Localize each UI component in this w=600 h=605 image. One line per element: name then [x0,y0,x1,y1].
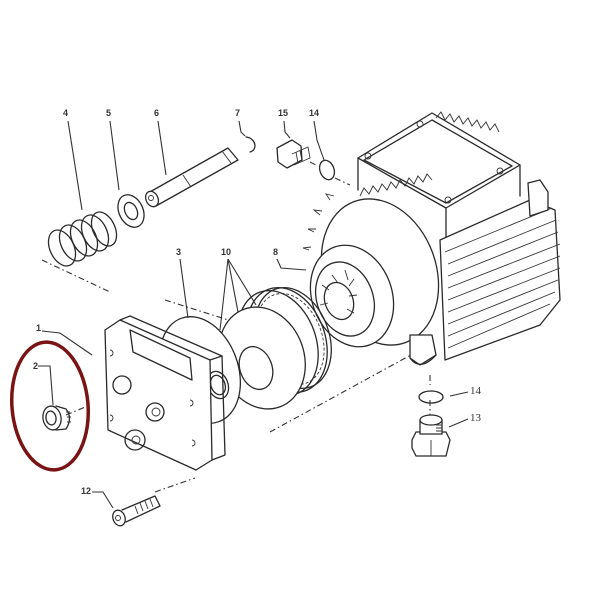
part-14-oring-top [318,159,336,181]
part-13-drain-plug [411,414,451,457]
part-5-washer [117,194,145,228]
callout-4: 4 [63,108,69,118]
callout-8: 8 [273,247,279,257]
callout-14-top: 14 [309,108,320,118]
callout-14-bottom: 14 [470,385,481,397]
highlight-circle [9,340,91,472]
callout-3: 3 [176,247,182,257]
callout-5: 5 [106,108,112,118]
part-2-shaft-seal [42,405,71,431]
axis-line-upper [41,259,111,293]
part-4-spring [47,211,118,267]
callout-1: 1 [36,323,42,333]
part-1-pump-head [104,315,227,471]
part-15-plug [276,139,311,169]
callout-15: 15 [278,108,289,118]
part-7-circlip [245,136,256,153]
callout-2: 2 [33,361,39,371]
axis-line-lower [269,349,421,433]
callout-12: 12 [81,486,92,496]
part-14-oring-bottom [418,390,444,404]
callout-6: 6 [154,108,160,118]
callout-13: 13 [470,412,481,424]
callout-7: 7 [235,108,241,118]
callout-10: 10 [221,247,232,257]
part-12-bolt [112,495,161,527]
part-6-shaft [144,147,239,208]
